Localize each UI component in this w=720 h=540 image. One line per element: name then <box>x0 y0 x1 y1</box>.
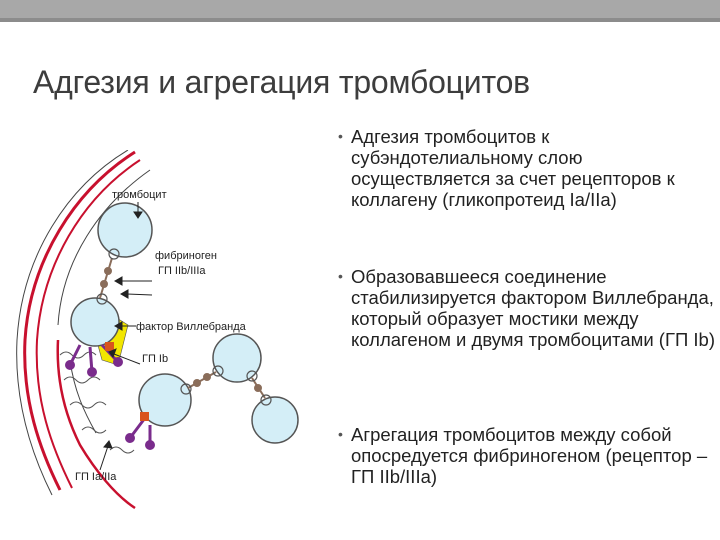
label-gp-ib: ГП Ib <box>142 353 168 365</box>
label-gp-iib-iiia: ГП IIb/IIIa <box>158 265 206 277</box>
label-fibrinogen: фибриноген <box>155 250 217 262</box>
platelet-circle <box>97 202 153 258</box>
platelet-circle <box>212 333 262 383</box>
bullet-text: Образовавшееся соединение стабилизируетс… <box>351 266 715 350</box>
platelets <box>70 202 299 444</box>
bullet-dot-icon: • <box>338 268 343 284</box>
slide-title: Адгезия и агрегация тромбоцитов <box>33 64 530 100</box>
vessel-wall <box>16 150 151 510</box>
bullet-text: Агрегация тромбоцитов между собой опосре… <box>351 424 708 487</box>
bullet-item: • Образовавшееся соединение стабилизируе… <box>338 266 720 350</box>
bullet-text: Адгезия тромбоцитов к субэндотелиальному… <box>351 126 675 210</box>
top-bar <box>0 0 720 22</box>
bullet-item: • Адгезия тромбоцитов к субэндотелиально… <box>338 126 720 210</box>
platelet-circle <box>138 373 192 427</box>
receptor-loops <box>96 248 272 406</box>
label-vwf: фактор Виллебранда <box>136 321 247 333</box>
leader-arrows <box>99 202 153 471</box>
bullet-item: • Агрегация тромбоцитов между собой опос… <box>338 424 720 487</box>
top-bar-shadow <box>0 18 720 22</box>
label-gp-ia-iia: ГП Ia/IIa <box>75 471 117 483</box>
platelet-adhesion-diagram: тромбоцит фибриноген ГП IIb/IIIa фактор … <box>16 150 299 510</box>
label-platelet: тромбоцит <box>112 189 167 201</box>
bullet-dot-icon: • <box>338 128 343 144</box>
platelet-circle <box>251 396 299 444</box>
gp-ia-iia-receptors <box>65 343 155 450</box>
gp-ib-markers <box>105 342 149 421</box>
bullet-dot-icon: • <box>338 426 343 442</box>
collagen-fibers <box>59 351 135 454</box>
platelet-circle <box>70 297 120 347</box>
fibrinogen-chains <box>99 257 266 399</box>
